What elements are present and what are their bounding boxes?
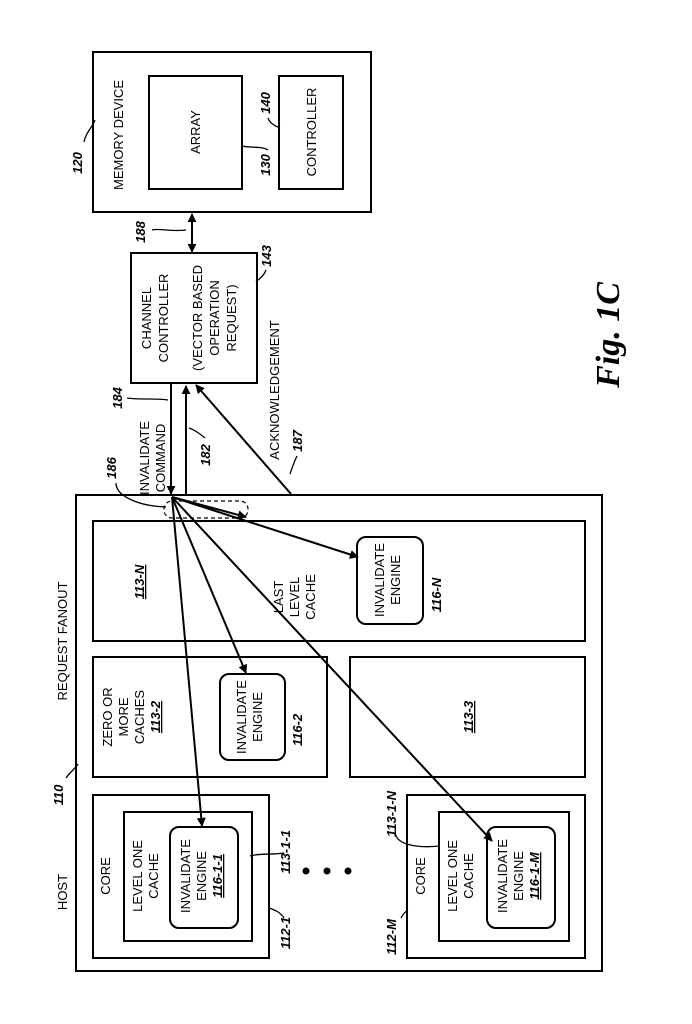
channel-controller-line5: REQUEST) — [224, 284, 239, 351]
ellipsis-dot-1 — [303, 868, 310, 875]
figure-label: Fig. 1C — [590, 282, 627, 389]
invalidate-label-line1: INVALIDATE — [137, 421, 152, 495]
acknowledgement-label: ACKNOWLEDGEMENT — [267, 320, 282, 459]
core-1-title: CORE — [98, 857, 113, 895]
memory-link-leader — [152, 229, 186, 230]
channel-controller-line2: CONTROLLER — [156, 274, 171, 363]
core-1-engine-line1: INVALIDATE — [178, 839, 193, 913]
host-ref: 110 — [51, 784, 66, 805]
last-level-line1: LAST — [271, 581, 286, 614]
channel-controller-line3: (VECTOR BASED — [190, 265, 205, 371]
host: HOST REQUEST FANOUT 110 113-N LAST LEVEL… — [51, 495, 602, 971]
mid-cache-engine-line1: INVALIDATE — [234, 680, 249, 754]
fanout-arrows — [172, 497, 492, 841]
memory-device-title: MEMORY DEVICE — [111, 80, 126, 190]
core-m-ref: 112-M — [384, 918, 399, 955]
last-level-engine-line2: ENGINE — [388, 555, 403, 605]
mid-cache-line3: CACHES — [132, 690, 147, 745]
array-label: ARRAY — [188, 110, 203, 154]
request-fanout-label: REQUEST FANOUT — [55, 581, 70, 700]
core-1-leader — [269, 908, 284, 918]
mid-cache-engine-ref: 116-2 — [290, 713, 305, 746]
channel-controller: CHANNEL CONTROLLER (VECTOR BASED OPERATI… — [131, 244, 274, 383]
last-level-line3: CACHE — [303, 574, 318, 620]
core-m-engine-line2: ENGINE — [511, 851, 526, 901]
core-1-l1-ref: 113-1-1 — [278, 830, 293, 874]
return-ref: 182 — [198, 443, 213, 465]
ellipsis-dot-3 — [345, 868, 352, 875]
last-level-engine-line1: INVALIDATE — [372, 543, 387, 617]
core-1-engine-line2: ENGINE — [194, 851, 209, 901]
channel-controller-line4: OPERATION — [207, 280, 222, 356]
host-title: HOST — [55, 874, 70, 910]
core-1-l1-line1: LEVEL ONE — [130, 840, 145, 912]
last-level-engine-ref: 116-N — [429, 577, 444, 612]
memory-device-ref: 120 — [70, 151, 85, 173]
invalidate-leader — [127, 398, 168, 400]
acknowledgement-ref: 187 — [290, 429, 305, 451]
controller-ref: 140 — [258, 91, 273, 113]
mid-cache-ref: 113-2 — [148, 700, 163, 733]
mid-cache-engine-line2: ENGINE — [250, 692, 265, 742]
channel-controller-line1: CHANNEL — [139, 287, 154, 349]
fanout-arrow-mid-cache — [172, 497, 246, 673]
array-leader — [242, 146, 268, 150]
last-level-cache-box — [93, 521, 585, 641]
fanout-point-ref: 186 — [104, 456, 119, 478]
core-m-engine-line1: INVALIDATE — [495, 839, 510, 913]
mid-cache-line1: ZERO OR — [100, 687, 115, 746]
array-ref: 130 — [258, 153, 273, 175]
return-leader — [189, 428, 205, 438]
mid-cache-line2: MORE — [116, 697, 131, 736]
core-m-l1-line2: CACHE — [461, 853, 476, 899]
core-m-l1-ref: 113-1-N — [384, 790, 399, 837]
core-1-l1-line2: CACHE — [146, 853, 161, 899]
last-level-line2: LEVEL — [287, 577, 302, 617]
channel-controller-ref: 143 — [259, 244, 274, 266]
invalidate-label-line2: COMMAND — [153, 424, 168, 493]
core-1-ref: 112-1 — [278, 917, 293, 949]
cache-3-ref: 113-3 — [461, 700, 476, 733]
core-m-l1-leader — [395, 832, 440, 847]
core-m-engine-ref: 116-1-M — [527, 851, 542, 900]
core-m-title: CORE — [413, 857, 428, 895]
acknowledgement-leader — [290, 456, 297, 474]
ellipsis-dot-2 — [324, 868, 331, 875]
memory-link-ref: 188 — [133, 220, 148, 242]
core-1-engine-ref: 116-1-1 — [210, 854, 225, 898]
controller-label: CONTROLLER — [304, 88, 319, 177]
last-level-cache-ref: 113-N — [132, 564, 147, 599]
core-m-l1-line1: LEVEL ONE — [445, 840, 460, 912]
memory-device: MEMORY DEVICE 120 ARRAY CONTROLLER 140 1… — [70, 52, 371, 212]
invalidate-ref: 184 — [110, 386, 125, 408]
